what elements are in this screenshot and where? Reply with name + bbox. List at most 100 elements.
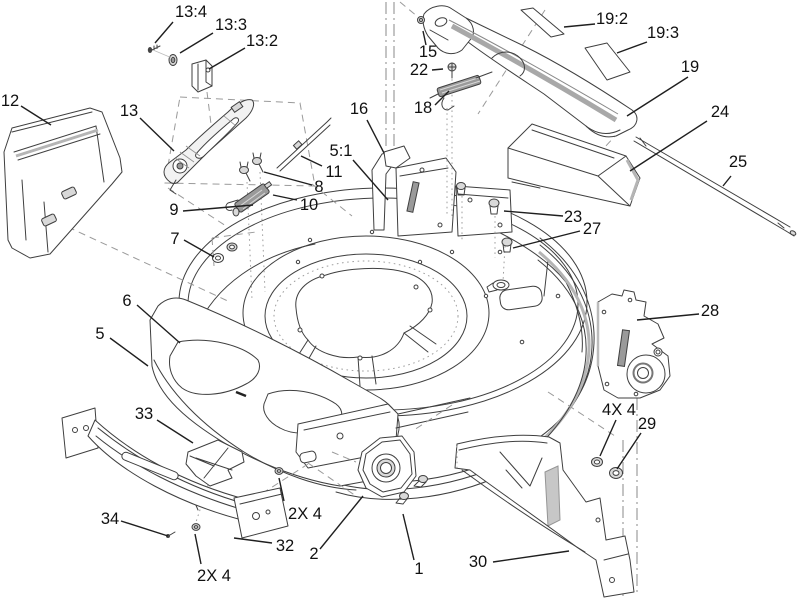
deck-top-holes — [295, 229, 489, 299]
callout-label-10-15: 10 — [300, 196, 318, 214]
bolt-23b — [488, 198, 500, 215]
callout-leader-30-34 — [492, 550, 570, 563]
callout-label-27-21: 27 — [583, 220, 601, 238]
callout-label-1-33: 1 — [414, 560, 423, 578]
deck-flange-ring — [264, 253, 468, 379]
fasteners-29 — [591, 457, 623, 479]
callout-leader-9-16 — [182, 204, 254, 212]
callout-leader-7-17 — [183, 239, 215, 258]
bolt-2x4-a — [274, 467, 284, 475]
latch-group — [225, 117, 332, 217]
callout-leader-13-4 — [139, 117, 175, 152]
cover-plate-2 — [357, 435, 428, 505]
callout-label-5-24: 5 — [95, 325, 104, 343]
callout-label-24-18: 24 — [711, 103, 729, 121]
rod-11 — [276, 117, 332, 172]
callout-leader-27-21 — [512, 230, 581, 249]
callout-label-30-34: 30 — [469, 553, 487, 571]
callouts-layer: 13:413:313:2121319:219:319152218165:1118… — [1, 3, 747, 585]
callout-label-16-11: 16 — [350, 100, 368, 118]
apron-front-lip — [153, 359, 357, 491]
callout-leader-18-10 — [434, 90, 450, 106]
bumper-end-box — [233, 487, 289, 539]
fastener-7 — [211, 231, 257, 267]
callout-leader-13:4-0 — [154, 21, 174, 44]
bolt-23a — [456, 182, 466, 196]
callout-label-13:4-0: 13:4 — [175, 3, 207, 21]
callout-leader-23-20 — [503, 210, 564, 217]
decal-19-3 — [584, 42, 631, 81]
callout-leader-2-31 — [319, 495, 364, 550]
bracket-16 — [383, 145, 411, 169]
bolt-27 — [486, 237, 513, 293]
deck-flange-holes — [297, 273, 433, 361]
callout-label-19:3-6: 19:3 — [647, 24, 679, 42]
decal-19-2 — [520, 7, 565, 38]
cover-clip — [41, 213, 57, 227]
latch-housing-10 — [232, 180, 273, 217]
callout-label-6-23: 6 — [122, 292, 131, 310]
deck-bolts — [456, 182, 513, 293]
callout-label-11-13: 11 — [325, 163, 342, 181]
apron-mark — [235, 390, 247, 398]
rear-plate-5-1 — [395, 157, 457, 237]
callout-label-25-19: 25 — [729, 153, 747, 171]
bracket-13-2 — [191, 59, 213, 93]
callout-leader-4X4-26 — [599, 419, 617, 457]
rear-plate-slot — [406, 181, 420, 213]
callout-leader-2X4-32 — [194, 533, 202, 565]
nut-15 — [417, 16, 425, 24]
callout-leader-28-22 — [636, 313, 700, 321]
lever-slot — [195, 117, 239, 159]
callout-label-13:2-2: 13:2 — [246, 32, 278, 50]
bolt-8a — [239, 161, 251, 182]
callout-label-18-10: 18 — [414, 99, 432, 117]
callout-label-2X4-32: 2X 4 — [197, 567, 231, 585]
bolt-2x4-b — [191, 523, 201, 531]
front-bumper-32 — [61, 407, 289, 539]
callout-label-9-16: 9 — [169, 201, 178, 219]
callout-leader-22-9 — [431, 68, 444, 71]
callout-leader-1-33 — [402, 513, 415, 561]
rear-chute-30 — [454, 434, 635, 598]
deck-flange-dotted — [273, 260, 459, 372]
callout-leader-13:3-1 — [179, 32, 214, 54]
callout-label-34-28: 34 — [101, 510, 119, 528]
callout-label-32-30: 32 — [276, 537, 294, 555]
callout-label-2-31: 2 — [309, 545, 318, 563]
spring-18 — [429, 71, 493, 111]
blade-chamber-opening — [295, 267, 433, 359]
callout-leader-10-15 — [272, 194, 298, 201]
callout-leader-6-23 — [136, 304, 181, 344]
side-discharge-cover-12 — [3, 107, 123, 259]
deflector-24 — [507, 123, 641, 207]
callout-label-2X4-29: 2X 4 — [288, 505, 322, 523]
callout-leader-25-19 — [722, 175, 732, 187]
bumper-end-plate — [61, 407, 99, 459]
rod-25 — [633, 136, 797, 237]
callout-leader-13:2-2 — [208, 47, 246, 70]
callout-label-13-4: 13 — [120, 102, 138, 120]
apron-opening-left — [169, 339, 260, 395]
callout-leader-15-8 — [422, 30, 427, 46]
lever-assembly-13 — [147, 44, 316, 195]
callout-label-22-9: 22 — [410, 61, 428, 79]
callout-leader-19-7 — [626, 76, 689, 117]
bolt-1b — [395, 492, 409, 505]
adjuster-plate-28 — [596, 289, 671, 399]
callout-label-33-25: 33 — [135, 405, 153, 423]
callout-label-29-27: 29 — [638, 415, 656, 433]
callout-label-28-22: 28 — [701, 302, 719, 320]
callout-leader-5-24 — [109, 337, 149, 367]
callout-leader-29-27 — [616, 432, 642, 470]
callout-leader-19:2-5 — [563, 23, 596, 28]
callout-label-12-3: 12 — [1, 92, 19, 110]
callout-label-4X4-26: 4X 4 — [602, 401, 636, 419]
callout-label-13:3-1: 13:3 — [215, 16, 247, 34]
callout-label-8-14: 8 — [314, 178, 323, 196]
callout-label-19-7: 19 — [681, 58, 699, 76]
bolt-1a — [413, 475, 428, 488]
callout-leader-5:1-12 — [352, 159, 389, 201]
